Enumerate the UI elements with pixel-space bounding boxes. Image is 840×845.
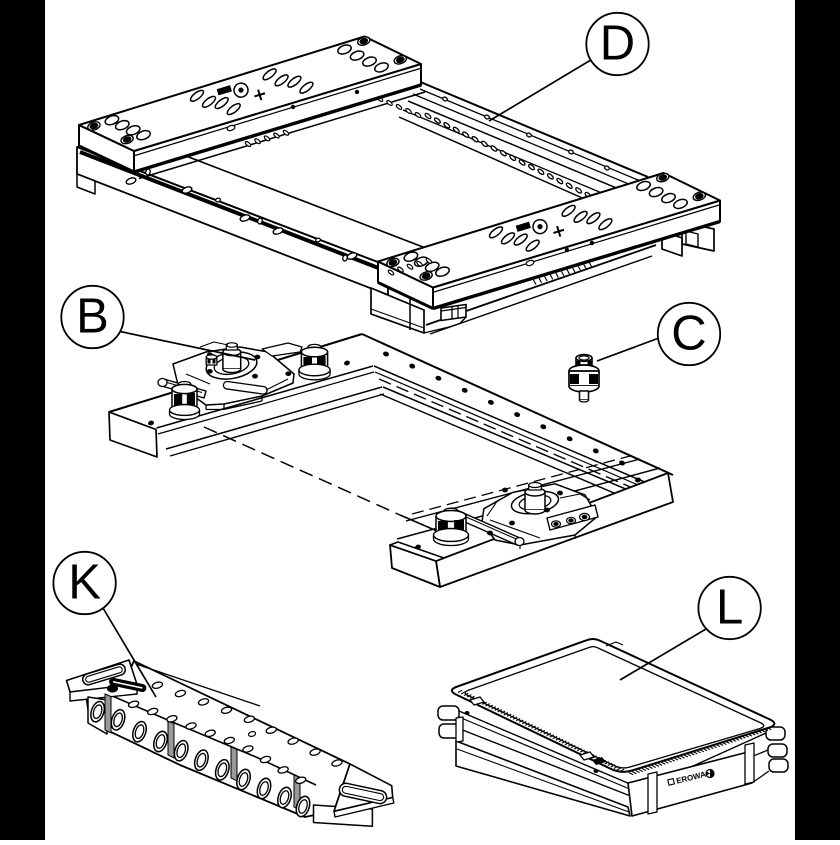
svg-text:C: C [671,307,706,361]
svg-text:K: K [68,556,101,610]
svg-text:B: B [76,290,109,344]
svg-text:L: L [716,581,743,635]
svg-text:D: D [600,17,635,71]
